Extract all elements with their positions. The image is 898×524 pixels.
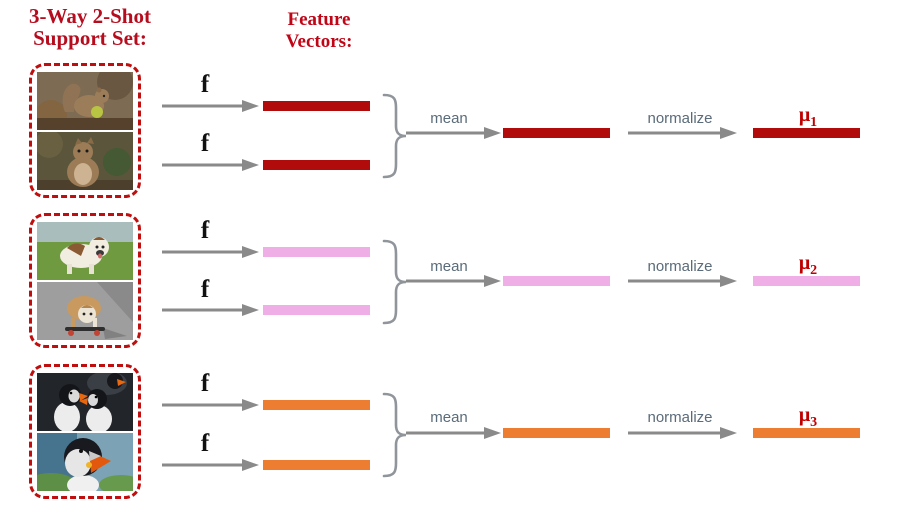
puffins-pair-image bbox=[37, 372, 133, 431]
prototype-mu2-label: μ2 bbox=[762, 251, 854, 283]
prototype-vector-bar bbox=[753, 428, 860, 438]
arrow-right-icon bbox=[162, 459, 259, 471]
arrow-right-icon bbox=[406, 275, 501, 287]
mean-label: mean bbox=[430, 409, 468, 426]
arrow-right-icon bbox=[628, 275, 737, 287]
prototype-mu3-label: μ3 bbox=[762, 403, 854, 435]
bulldog-skateboard-image bbox=[37, 281, 133, 340]
bulldog-grass-image bbox=[37, 221, 133, 280]
mean-vector-bar bbox=[503, 428, 610, 438]
normalize-label: normalize bbox=[647, 110, 713, 127]
arrow-right-icon bbox=[162, 159, 259, 171]
embedding-function-label: f bbox=[200, 130, 210, 157]
arrow-right-icon bbox=[406, 427, 501, 439]
mean-vector-bar bbox=[503, 128, 610, 138]
feature-vector-bar bbox=[263, 247, 370, 257]
support-set-box-3 bbox=[29, 364, 141, 499]
arrow-right-icon bbox=[162, 100, 259, 112]
mean-label: mean bbox=[430, 110, 468, 127]
support-set-title: 3-Way 2-Shot Support Set: bbox=[8, 5, 172, 49]
embedding-function-label: f bbox=[200, 276, 210, 303]
squirrel-forest-image bbox=[37, 131, 133, 190]
mu-symbol: μ bbox=[798, 252, 811, 274]
feature-vectors-label-line2: Vectors: bbox=[285, 31, 353, 52]
embedding-function-label: f bbox=[200, 217, 210, 244]
feature-vector-bar bbox=[263, 101, 370, 111]
support-set-box-2 bbox=[29, 213, 141, 348]
embedding-function-label: f bbox=[200, 370, 210, 397]
brace-icon bbox=[382, 392, 407, 478]
normalize-label: normalize bbox=[647, 258, 713, 275]
arrow-right-icon bbox=[406, 127, 501, 139]
embedding-function-label: f bbox=[200, 71, 210, 98]
mu-subscript: 1 bbox=[810, 115, 818, 130]
embedding-function-label: f bbox=[200, 430, 210, 457]
feature-vector-bar bbox=[263, 160, 370, 170]
feature-vectors-label: Feature Vectors: bbox=[263, 9, 375, 53]
brace-icon bbox=[382, 239, 407, 325]
support-set-title-line1: 3-Way 2-Shot bbox=[29, 4, 151, 28]
puffin-closeup-image bbox=[37, 432, 133, 491]
mu-subscript: 3 bbox=[810, 415, 818, 430]
mean-vector-bar bbox=[503, 276, 610, 286]
mean-label: mean bbox=[430, 258, 468, 275]
feature-vector-bar bbox=[263, 400, 370, 410]
squirrel-apple-image bbox=[37, 71, 133, 130]
arrow-right-icon bbox=[628, 127, 737, 139]
prototype-vector-bar bbox=[753, 128, 860, 138]
support-set-title-line2: Support Set: bbox=[33, 26, 147, 50]
feature-vector-bar bbox=[263, 305, 370, 315]
normalize-label: normalize bbox=[647, 409, 713, 426]
support-set-box-1 bbox=[29, 63, 141, 198]
mu-subscript: 2 bbox=[810, 263, 818, 278]
brace-icon bbox=[382, 93, 407, 179]
prototype-mu1-label: μ1 bbox=[762, 103, 854, 135]
mu-symbol: μ bbox=[798, 104, 811, 126]
arrow-right-icon bbox=[162, 304, 259, 316]
feature-vector-bar bbox=[263, 460, 370, 470]
prototype-vector-bar bbox=[753, 276, 860, 286]
mu-symbol: μ bbox=[798, 404, 811, 426]
arrow-right-icon bbox=[162, 246, 259, 258]
arrow-right-icon bbox=[628, 427, 737, 439]
feature-vectors-label-line1: Feature bbox=[287, 9, 351, 30]
arrow-right-icon bbox=[162, 399, 259, 411]
